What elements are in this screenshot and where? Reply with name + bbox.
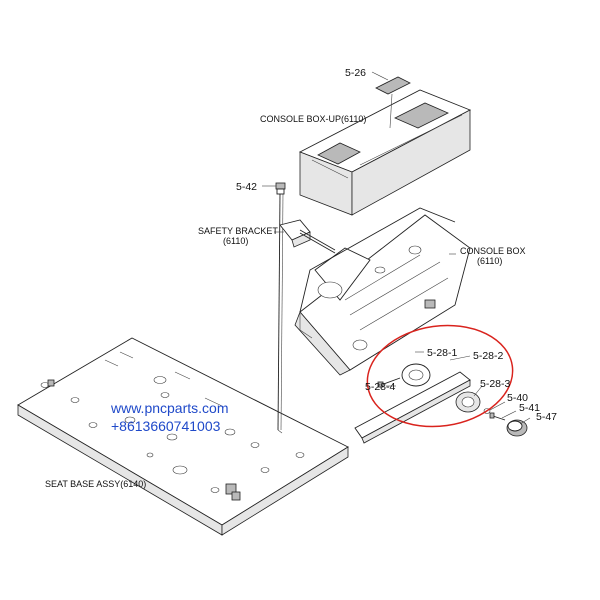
part-number-5-26: 5-26 <box>345 67 366 79</box>
console-box-up <box>298 76 472 216</box>
safety-bracket <box>275 182 336 434</box>
part-number-5-41: 5-41 <box>519 402 540 414</box>
label-seat-base: SEAT BASE ASSY(6140) <box>45 479 146 489</box>
part-number-5-40: 5-40 <box>507 392 528 404</box>
part-number-5-28-3: 5-28-3 <box>480 378 511 390</box>
lever-assembly <box>354 363 528 444</box>
label-console-box-1: CONSOLE BOX <box>460 246 526 256</box>
label-console-box-2: (6110) <box>477 256 502 266</box>
leader-lines <box>262 71 531 425</box>
watermark-url: www.pncparts.com <box>110 400 228 416</box>
watermark-phone: +8613660741003 <box>111 418 221 434</box>
part-number-5-42: 5-42 <box>236 181 257 193</box>
pad-5-26 <box>375 76 411 95</box>
highlight-ring <box>366 324 514 428</box>
part-number-5-28-1: 5-28-1 <box>427 347 458 359</box>
part-number-5-28-4: 5-28-4 <box>365 381 396 393</box>
part-number-5-28-2: 5-28-2 <box>473 350 504 362</box>
part-number-5-47: 5-47 <box>536 411 557 423</box>
console-box <box>294 207 471 376</box>
label-console-box-up: CONSOLE BOX-UP(6110) <box>260 114 366 124</box>
seat-base-assy <box>17 337 349 536</box>
label-safety-bracket-1: SAFETY BRACKET <box>198 226 278 236</box>
label-safety-bracket-2: (6110) <box>223 236 248 246</box>
